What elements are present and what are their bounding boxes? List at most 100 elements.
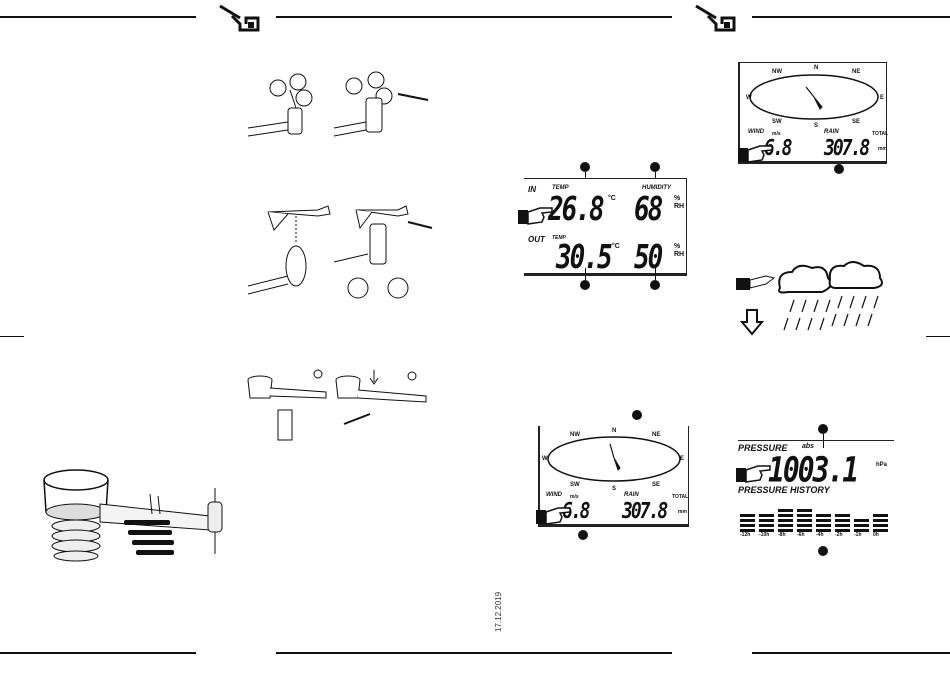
compass-sw: SW <box>772 119 782 125</box>
history-bar-segment <box>778 524 793 527</box>
pressure-history-ticks: -12h -10h -8h -6h -4h -2h -1h 0h <box>738 531 894 541</box>
anemometer-illustration <box>248 68 432 144</box>
brand-logo-icon <box>694 4 738 34</box>
sensor-mount-illustration <box>246 368 436 440</box>
compass-w: W <box>746 95 752 101</box>
compass-e: E <box>680 456 684 462</box>
wind-label: WIND <box>546 492 562 498</box>
history-bar-segment <box>797 524 812 527</box>
in-humidity-rh: RH <box>674 203 684 211</box>
compass-n: N <box>814 65 818 71</box>
pointing-hand-icon <box>736 462 772 484</box>
pressure-history-bars <box>738 505 894 531</box>
history-tick-label: -1h <box>854 531 862 539</box>
history-bar-segment <box>740 524 755 527</box>
history-bar-segment <box>797 519 812 522</box>
callout-marker-icon <box>580 280 590 290</box>
out-temp-unit: °C <box>612 243 620 251</box>
total-label: TOTAL <box>872 130 888 138</box>
callout-marker-icon <box>834 164 844 174</box>
compass-nw: NW <box>772 69 782 75</box>
in-humidity-pct: % <box>674 195 680 203</box>
history-bar-segment <box>873 514 888 517</box>
in-temp-value: 26.8 <box>548 191 603 229</box>
history-bar-segment <box>835 524 850 527</box>
in-temp-unit: °C <box>608 195 616 203</box>
rain-unit: mm <box>878 145 887 153</box>
compass-ellipse <box>546 434 682 484</box>
header-rule-left <box>0 16 196 18</box>
history-tick-label: -4h <box>816 531 824 539</box>
callout-marker-icon <box>818 546 828 556</box>
history-bar-segment <box>816 514 831 517</box>
rain-unit: mm <box>678 508 687 516</box>
compass-ne: NE <box>852 69 860 75</box>
out-humidity-value: 50 <box>634 239 661 277</box>
history-bar-segment <box>778 519 793 522</box>
history-tick-label: 0h <box>873 531 879 539</box>
history-bar-segment <box>816 519 831 522</box>
out-humidity-rh: RH <box>674 251 684 259</box>
indoor-outdoor-lcd: IN TEMP HUMIDITY 26.8 °C 68 % RH OUT TEM… <box>524 178 687 276</box>
callout-marker-icon <box>818 424 828 434</box>
history-bar-segment <box>835 519 850 522</box>
history-bar-segment <box>759 519 774 522</box>
history-bar-segment <box>759 524 774 527</box>
history-bar-segment <box>873 519 888 522</box>
footer-rule-center <box>276 652 672 654</box>
margin-tick-left <box>0 336 24 337</box>
history-bar-segment <box>854 524 869 527</box>
history-bar-segment <box>778 514 793 517</box>
in-humidity-value: 68 <box>634 191 661 229</box>
margin-tick-right <box>926 336 950 337</box>
out-label: OUT <box>528 235 545 244</box>
history-bar-segment <box>873 524 888 527</box>
total-label: TOTAL <box>672 493 688 501</box>
down-arrow-icon <box>740 308 764 336</box>
compass-nw: NW <box>570 432 580 438</box>
callout-line <box>585 268 586 280</box>
wind-label: WIND <box>748 129 764 135</box>
pointing-hand-icon <box>518 204 554 226</box>
out-humidity-pct: % <box>674 243 680 251</box>
callout-marker-icon <box>632 410 642 420</box>
callout-marker-icon <box>650 162 660 172</box>
pressure-history-label: PRESSURE HISTORY <box>738 485 830 495</box>
compass-w: W <box>542 456 548 462</box>
history-bar-segment <box>778 509 793 512</box>
compass-n: N <box>612 428 616 434</box>
pressure-unit: hPa <box>876 461 887 469</box>
history-bar-segment <box>835 514 850 517</box>
history-tick-label: -6h <box>797 531 805 539</box>
compass-ellipse <box>748 73 880 121</box>
rain-value: 307.8 <box>824 135 868 161</box>
footer-rule-right <box>752 652 950 654</box>
history-tick-label: -10h <box>759 531 769 539</box>
header-rule-right <box>752 16 950 18</box>
rain-value: 307.8 <box>622 498 666 524</box>
out-temp-value: 30.5 <box>556 239 611 277</box>
rain-gauge-illustration <box>40 464 230 574</box>
compass-s: S <box>814 123 818 129</box>
history-tick-label: -8h <box>778 531 786 539</box>
compass-e: E <box>880 95 884 101</box>
footer-rule-left <box>0 652 196 654</box>
callout-marker-icon <box>580 162 590 172</box>
compass-sw: SW <box>570 482 580 488</box>
compass-s: S <box>612 486 616 492</box>
history-bar-segment <box>740 514 755 517</box>
header-rule-center <box>276 16 672 18</box>
callout-marker-icon <box>578 530 588 540</box>
history-bar-segment <box>816 524 831 527</box>
compass-se: SE <box>852 119 860 125</box>
pointing-hand-icon <box>536 504 572 526</box>
history-tick-label: -2h <box>835 531 843 539</box>
pointing-hand-icon <box>738 142 774 164</box>
history-tick-label: -12h <box>740 531 750 539</box>
history-bar-segment <box>740 519 755 522</box>
history-bar-segment <box>759 514 774 517</box>
history-bar-segment <box>797 514 812 517</box>
in-label: IN <box>528 185 536 194</box>
callout-line <box>655 268 656 280</box>
pressure-lcd: PRESSURE abs 1003.1 hPa PRESSURE HISTORY… <box>738 440 894 545</box>
